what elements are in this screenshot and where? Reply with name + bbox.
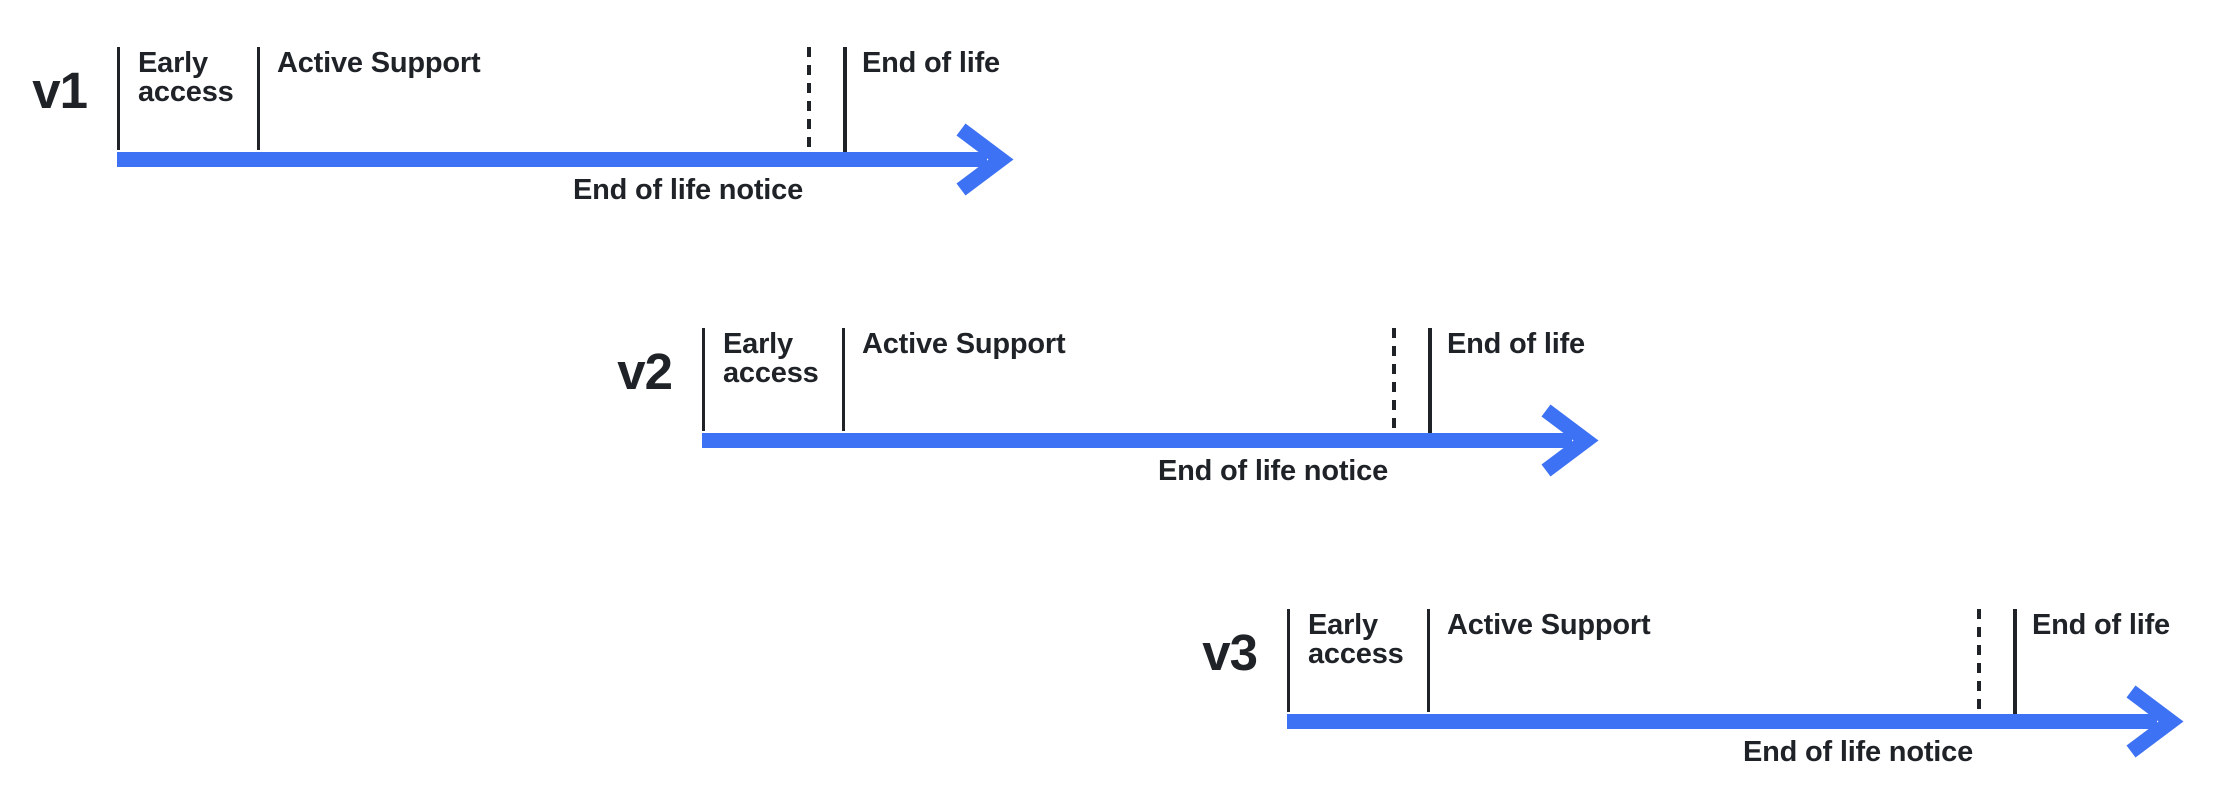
arrow-shaft	[702, 433, 1572, 448]
end-of-life-label: End of life	[862, 47, 1000, 79]
arrow-shaft	[1287, 714, 2157, 729]
end-of-life-tick	[1428, 328, 1432, 434]
active-support-label: Active Support	[277, 47, 481, 79]
end-of-life-notice-label: End of life notice	[1157, 455, 1388, 487]
eol-notice-dashed-tick	[807, 47, 811, 150]
arrow-shaft	[117, 152, 987, 167]
active-support-label: Active Support	[1447, 609, 1651, 641]
version-label: v3	[1202, 624, 1258, 681]
timeline-v1: v1 Early access Active Support End of li…	[27, 42, 1037, 217]
early-access-start-tick	[1287, 609, 1290, 712]
eol-notice-dashed-tick	[1977, 609, 1981, 712]
early-access-label: Early access	[1308, 609, 1404, 670]
end-of-life-tick	[2013, 609, 2017, 715]
early-access-start-tick	[702, 328, 705, 431]
active-support-label: Active Support	[862, 328, 1066, 360]
timeline-v3: v3 Early access Active Support End of li…	[1197, 604, 2207, 779]
end-of-life-label: End of life	[2032, 609, 2170, 641]
arrow-head-chevron	[1541, 404, 1599, 477]
end-of-life-tick	[843, 47, 847, 153]
end-of-life-notice-label: End of life notice	[1742, 736, 1973, 768]
timeline-v2: v2 Early access Active Support End of li…	[612, 323, 1622, 498]
timeline-arrow-right-icon	[1287, 685, 2184, 758]
version-label: v2	[617, 343, 673, 400]
arrow-head-chevron	[2126, 685, 2184, 758]
early-access-start-tick	[117, 47, 120, 150]
end-of-life-notice-label: End of life notice	[572, 174, 803, 206]
early-access-label: Early access	[138, 47, 234, 108]
arrow-head-chevron	[956, 123, 1014, 196]
active-support-start-tick	[257, 47, 260, 150]
eol-notice-dashed-tick	[1392, 328, 1396, 431]
timeline-arrow-right-icon	[702, 404, 1599, 477]
active-support-start-tick	[1427, 609, 1430, 712]
early-access-label: Early access	[723, 328, 819, 389]
version-label: v1	[32, 62, 88, 119]
active-support-start-tick	[842, 328, 845, 431]
end-of-life-label: End of life	[1447, 328, 1585, 360]
timeline-arrow-right-icon	[117, 123, 1014, 196]
